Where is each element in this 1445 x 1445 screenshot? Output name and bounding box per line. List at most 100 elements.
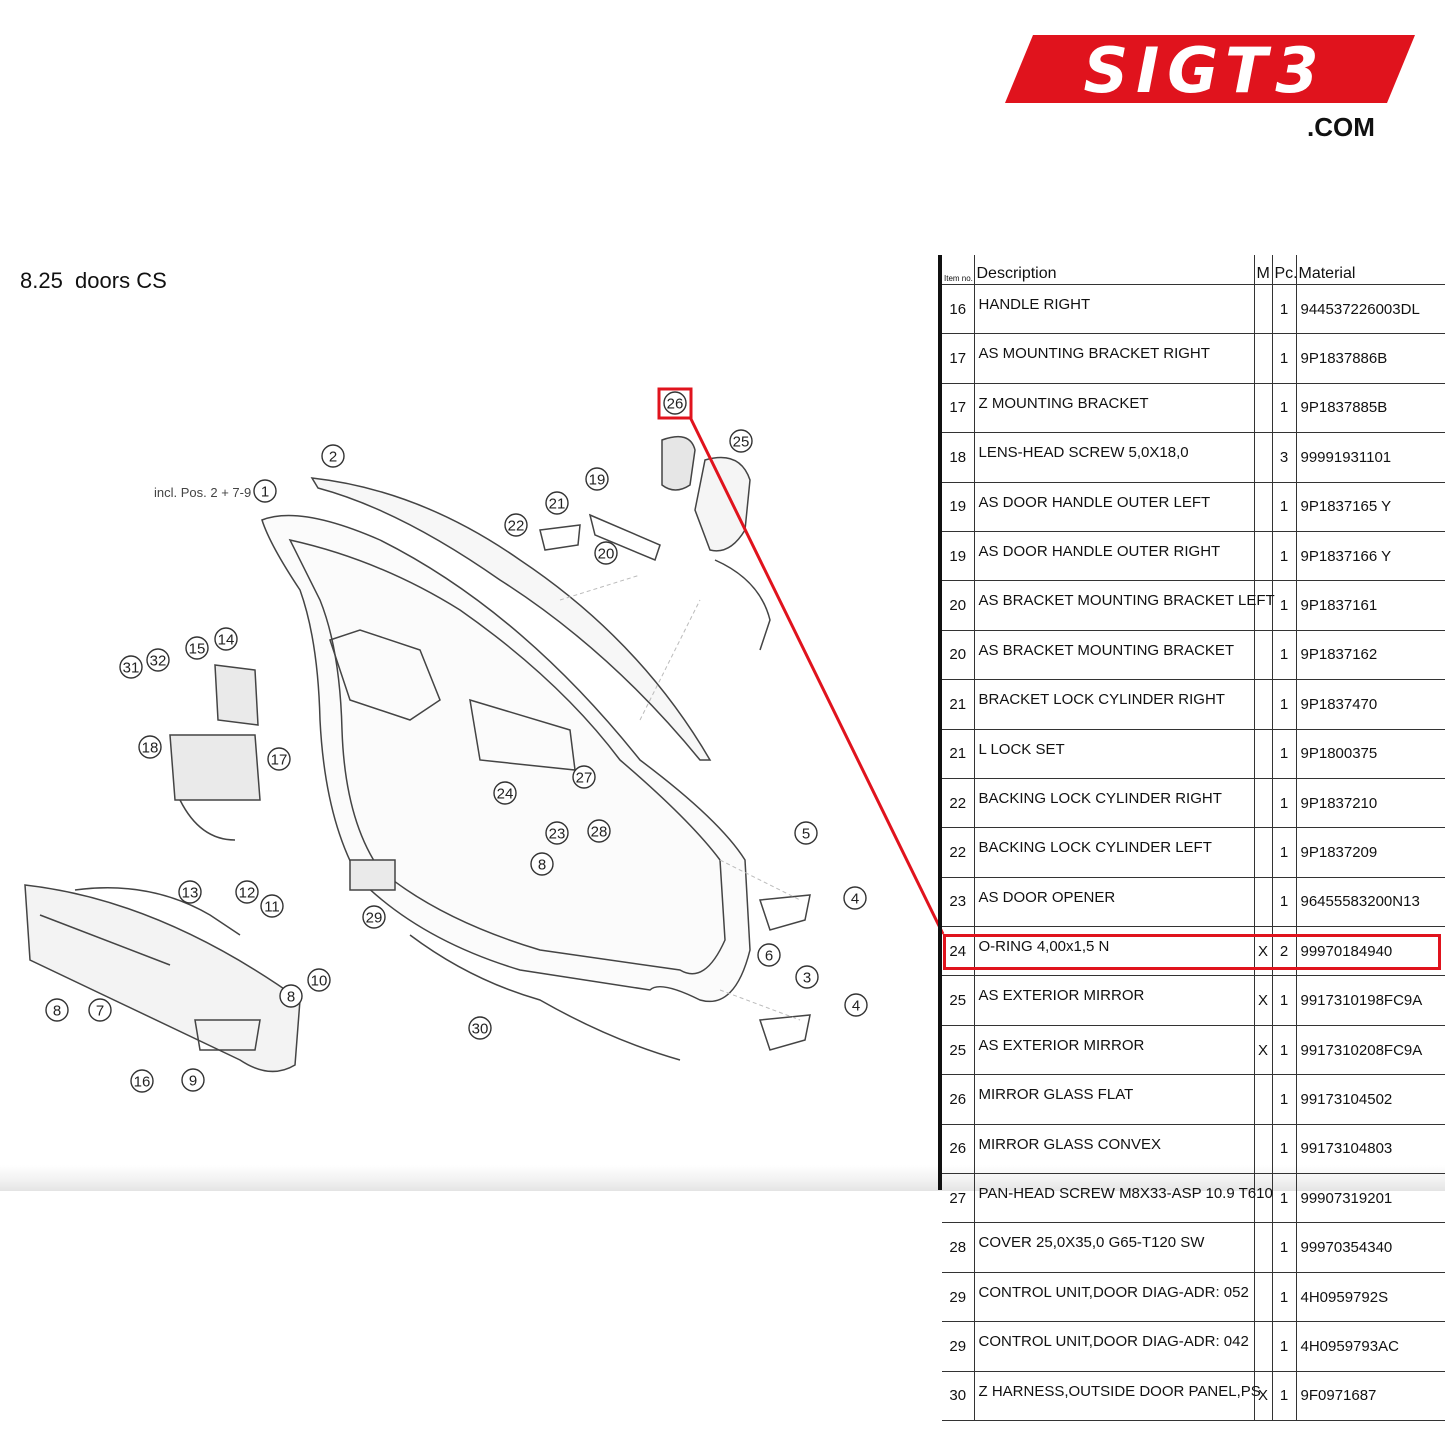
cell-material: 9P1837470 [1296, 679, 1445, 730]
cell-m [1254, 1272, 1273, 1323]
callout-label: 6 [765, 948, 773, 965]
cell-m [1254, 729, 1273, 779]
diagram-inclusion-note: incl. Pos. 2 + 7-9 [154, 485, 251, 500]
cell-description: BACKING LOCK CYLINDER RIGHT [974, 778, 1255, 829]
callout-circle [214, 627, 238, 651]
cell-m [1254, 1124, 1273, 1175]
cell-material: 9P1837885B [1296, 383, 1445, 434]
callout-circle [279, 984, 303, 1008]
cell-item-no: 23 [942, 877, 975, 928]
cell-description: AS DOOR HANDLE OUTER RIGHT [974, 531, 1255, 582]
mirror-glass-part [661, 435, 696, 491]
cell-material: 4H0959793AC [1296, 1321, 1445, 1372]
callout-1: 1 [253, 479, 277, 503]
cell-m [1254, 333, 1273, 384]
callout-32: 32 [146, 648, 170, 672]
cell-m [1254, 679, 1273, 730]
cell-item-no: 17 [942, 383, 975, 434]
callout-label: 30 [472, 1021, 489, 1038]
cell-material: 99173104502 [1296, 1074, 1445, 1125]
callout-4: 4 [844, 993, 868, 1017]
cell-description: COVER 25,0X35,0 G65-T120 SW [974, 1222, 1255, 1273]
cell-item-no: 27 [942, 1173, 975, 1224]
cell-description: O-RING 4,00x1,5 N [974, 926, 1255, 977]
cell-item-no: 18 [942, 432, 975, 483]
cell-description: AS EXTERIOR MIRROR [974, 975, 1255, 1026]
cell-m [1254, 383, 1273, 434]
callout-label: 2 [329, 449, 337, 466]
cell-item-no: 26 [942, 1124, 975, 1175]
cell-pc: 1 [1272, 1272, 1297, 1323]
callout-label: 25 [733, 434, 750, 451]
cell-item-no: 30 [942, 1371, 975, 1421]
callout-circle [530, 852, 554, 876]
callout-circle [307, 968, 331, 992]
cell-pc: 1 [1272, 778, 1297, 829]
callout-12: 12 [235, 880, 259, 904]
header-pc: Pc. [1272, 255, 1298, 285]
cell-m [1254, 1173, 1273, 1224]
callout-8: 8 [530, 852, 554, 876]
callout-3: 3 [795, 965, 819, 989]
diagram-artwork [24, 435, 811, 1073]
callout-circle [130, 1069, 154, 1093]
section-title: 8.25 doors CS [20, 268, 167, 293]
callout-6: 6 [757, 943, 781, 967]
callout-20: 20 [594, 541, 618, 565]
table-left-rule [938, 255, 942, 1190]
callout-label: 4 [851, 891, 859, 908]
callout-label: 4 [852, 998, 860, 1015]
hinge-lower [758, 1014, 811, 1051]
cell-item-no: 24 [942, 926, 975, 977]
cell-m [1254, 284, 1273, 335]
callout-label: 1 [261, 484, 269, 501]
door-inner-cutout [329, 629, 441, 721]
cell-material: 9P1837165 Y [1296, 482, 1445, 532]
logo-domain: .COM [1307, 112, 1375, 142]
callout-label: 27 [576, 770, 593, 787]
callout-23: 23 [545, 821, 569, 845]
door-inner-panel [288, 538, 726, 975]
callout-9: 9 [181, 1068, 205, 1092]
trim-strip [39, 914, 171, 966]
callout-circle [253, 479, 277, 503]
callout-label: 9 [189, 1073, 197, 1090]
cell-pc: 1 [1272, 1124, 1297, 1175]
cell-pc: 1 [1272, 827, 1297, 878]
cell-material: 9P1837886B [1296, 333, 1445, 384]
callout-label: 12 [239, 885, 256, 902]
callout-label: 3 [803, 970, 811, 987]
cell-material: 944537226003DL [1296, 284, 1445, 335]
door-harness [409, 934, 681, 1061]
callout-8: 8 [45, 998, 69, 1022]
callout-label: 14 [218, 632, 235, 649]
cell-m: X [1254, 1371, 1273, 1421]
cell-m [1254, 827, 1273, 878]
callout-14: 14 [214, 627, 238, 651]
callout-circle [181, 1068, 205, 1092]
callout-label: 21 [549, 496, 566, 513]
lock-cylinder [539, 524, 581, 551]
cell-item-no: 25 [942, 975, 975, 1026]
trim-pocket [194, 1019, 261, 1051]
callout-circle [178, 880, 202, 904]
cell-item-no: 19 [942, 531, 975, 582]
cell-pc: 1 [1272, 1173, 1297, 1224]
cell-m: X [1254, 926, 1273, 977]
cell-pc: 2 [1272, 926, 1297, 977]
callout-13: 13 [178, 880, 202, 904]
callout-25: 25 [729, 429, 753, 453]
cell-m [1254, 1321, 1273, 1372]
lock-bracket [214, 664, 259, 726]
cell-item-no: 22 [942, 827, 975, 878]
callout-circle [545, 821, 569, 845]
callout-label: 31 [123, 660, 140, 677]
callout-circle [468, 1016, 492, 1040]
